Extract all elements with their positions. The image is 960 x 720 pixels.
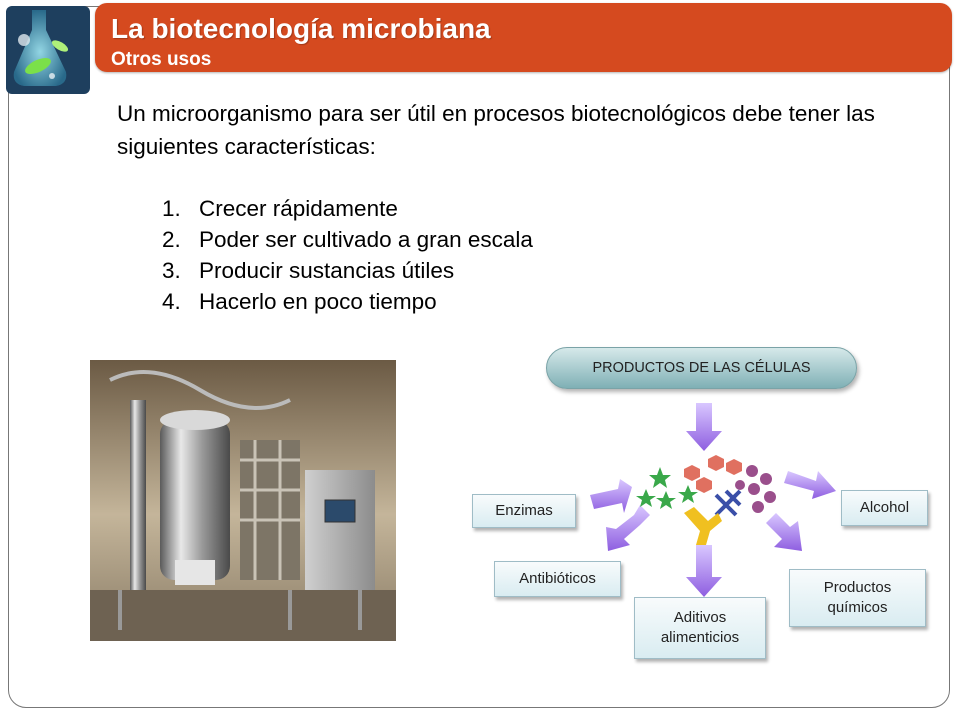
list-text: Poder ser cultivado a gran escala — [199, 227, 533, 252]
list-item: 2. Poder ser cultivado a gran escala — [162, 224, 533, 255]
star-molecules-icon — [636, 467, 698, 509]
sphere-molecules-icon — [735, 465, 776, 513]
slide-subtitle: Otros usos — [111, 49, 212, 70]
list-number: 1. — [162, 196, 181, 221]
y-molecules-icon — [684, 507, 722, 545]
list-number: 4. — [162, 289, 181, 314]
product-enzimas: Enzimas — [472, 494, 576, 528]
list-text: Hacerlo en poco tiempo — [199, 289, 437, 314]
characteristics-list: 1. Crecer rápidamente 2. Poder ser cultiva… — [162, 193, 533, 317]
list-item: 1. Crecer rápidamente — [162, 193, 533, 224]
microbe-flask-logo — [6, 6, 90, 94]
product-quimicos: Productos químicos — [789, 569, 926, 627]
slide-title: La biotecnología microbiana — [111, 13, 491, 44]
hexagon-molecules-icon — [684, 455, 742, 493]
arrow-right-icon — [784, 471, 836, 499]
arrow-left-icon — [590, 479, 632, 513]
list-text: Producir sustancias útiles — [199, 258, 455, 283]
arrow-down-icon — [686, 403, 722, 451]
title-bar: La biotecnología microbiana Otros usos — [95, 3, 952, 72]
list-text: Crecer rápidamente — [199, 196, 398, 221]
list-item: 3. Producir sustancias útiles — [162, 255, 533, 286]
arrow-down-right-icon — [766, 513, 802, 551]
product-antibioticos: Antibióticos — [494, 561, 621, 597]
cross-molecules-icon — [714, 489, 742, 517]
product-alcohol: Alcohol — [841, 490, 928, 526]
list-number: 3. — [162, 258, 181, 283]
list-number: 2. — [162, 227, 181, 252]
arrow-down-icon — [686, 545, 722, 597]
intro-paragraph: Un microorganismo para ser útil en proce… — [117, 101, 875, 159]
list-item: 4. Hacerlo en poco tiempo — [162, 286, 533, 317]
arrow-down-left-icon — [606, 505, 650, 551]
product-aditivos: Aditivos alimenticios — [634, 597, 766, 659]
cell-products-diagram — [590, 403, 836, 597]
cell-products-header: PRODUCTOS DE LAS CÉLULAS — [546, 347, 857, 389]
bioreactor-photo — [90, 360, 396, 641]
